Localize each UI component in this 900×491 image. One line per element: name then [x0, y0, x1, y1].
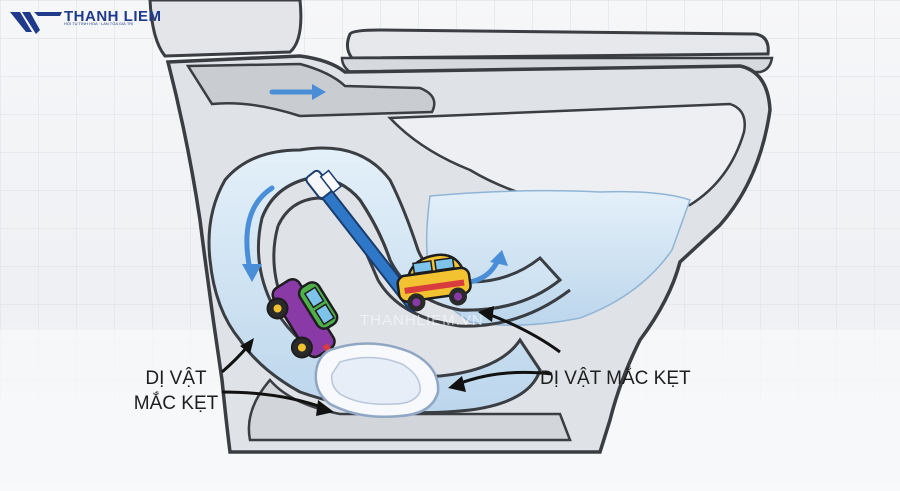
toy-car-right	[396, 253, 472, 312]
toy-car-left	[266, 278, 339, 359]
label-left-line1: DỊ VẬT	[145, 368, 207, 389]
pointer-arrow-right-pad	[457, 370, 553, 386]
label-left-line2: MẮC KẸT	[133, 393, 219, 414]
brand-tagline: HỘI TỤ TINH HOA · LAN TỎA GIÁ TRỊ	[64, 21, 134, 26]
brand-logo-icon	[10, 12, 62, 34]
sanitary-pad	[314, 342, 440, 419]
label-foreign-object-right: DỊ VẬT MẮC KẸT	[540, 368, 691, 389]
watermark: THANHLIEM.VN	[360, 312, 484, 329]
seat-lid	[345, 28, 770, 60]
brand-logo: THANH LIEM	[8, 6, 162, 25]
brand-name: THANH LIEM	[64, 8, 162, 25]
tank	[148, 0, 303, 58]
pointer-arrow-right-car	[487, 312, 561, 354]
flow-arrow-trap	[244, 185, 275, 273]
label-foreign-object-left: DỊ VẬT MẮC KẸT	[126, 366, 226, 416]
pointer-arrow-left-pad	[221, 390, 325, 410]
toothbrush	[305, 169, 421, 312]
